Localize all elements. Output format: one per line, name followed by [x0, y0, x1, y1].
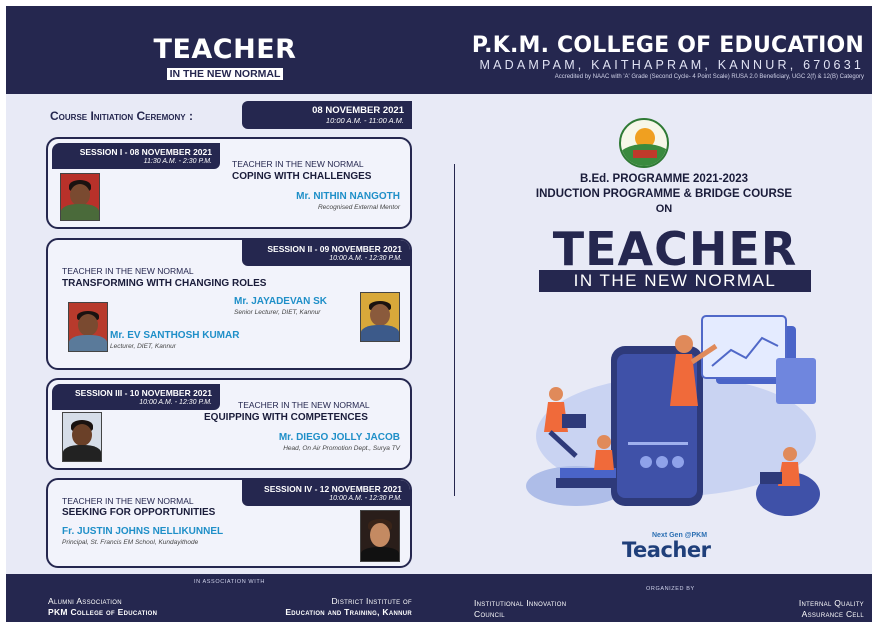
college-address: MADAMPAM, KAITHAPRAM, KANNUR, 670631 [479, 58, 864, 72]
session-2-topic: TEACHER IN THE NEW NORMAL [62, 266, 194, 276]
session-1-speaker-role: Recognised External Mentor [317, 204, 400, 211]
session-card-1: SESSION I - 08 NOVEMBER 2021 11:30 A.M. … [46, 137, 412, 229]
college-block: P.K.M. COLLEGE OF EDUCATION MADAMPAM, KA… [472, 34, 864, 82]
programme-line-3: ON [655, 203, 673, 215]
session-2-speaker-santhosh: Mr. EV SANTHOSH KUMAR [110, 330, 240, 341]
programme-line-2: INDUCTION PROGRAMME & BRIDGE COURSE [535, 188, 793, 200]
session-1-theme: COPING WITH CHALLENGES [232, 171, 372, 182]
alumni-line-2: PKM College of Education [48, 607, 158, 617]
ceremony-date-pill: 08 NOVEMBER 2021 10:00 A.M. - 11:00 A.M. [242, 101, 412, 129]
college-name: P.K.M. COLLEGE OF EDUCATION [471, 33, 864, 58]
session-4-speaker-name: Fr. JUSTIN JOHNS NELLIKUNNEL [62, 526, 224, 537]
header-title-big: TEACHER [153, 34, 297, 65]
session-1-date: SESSION I - 08 NOVEMBER 2021 [79, 147, 212, 157]
iqac-line-1: Internal Quality [798, 598, 864, 608]
session-3-time: 10:00 A.M. - 12:30 P.M. [139, 399, 212, 406]
logo-top-text: Next Gen @PKM [652, 532, 708, 539]
session-card-3: SESSION III - 10 NOVEMBER 2021 10:00 A.M… [46, 378, 412, 470]
session-2-time: 10:00 A.M. - 12:30 P.M. [329, 255, 402, 262]
session-4-theme: SEEKING FOR OPPORTUNITIES [62, 507, 216, 518]
session-2-role-santhosh: Lecturer, DIET, Kannur [110, 343, 176, 350]
session-1-topic: TEACHER IN THE NEW NORMAL [232, 159, 364, 169]
organized-label: ORGANIZED BY [646, 586, 695, 592]
session-tag-4: SESSION IV - 12 NOVEMBER 2021 10:00 A.M.… [242, 480, 410, 506]
session-tag-1: SESSION I - 08 NOVEMBER 2021 11:30 A.M. … [52, 143, 220, 169]
session-2-theme: TRANSFORMING WITH CHANGING ROLES [62, 278, 267, 289]
session-card-4: SESSION IV - 12 NOVEMBER 2021 10:00 A.M.… [46, 478, 412, 568]
session-3-theme: EQUIPPING WITH COMPETENCES [204, 412, 368, 423]
session-1-speaker-name: Mr. NITHIN NANGOTH [296, 191, 400, 202]
session-3-speaker-name: Mr. DIEGO JOLLY JACOB [278, 432, 400, 443]
alumni-line-1: Alumni Association [48, 596, 122, 606]
session-1-time: 11:30 A.M. - 2:30 P.M. [143, 158, 212, 165]
session-4-time: 10:00 A.M. - 12:30 P.M. [329, 495, 402, 502]
speaker-photo-diego [62, 412, 102, 462]
session-2-date: SESSION II - 09 NOVEMBER 2021 [267, 244, 402, 254]
session-4-date: SESSION IV - 12 NOVEMBER 2021 [264, 484, 402, 494]
diet-line-2: Education and Training, Kannur [285, 607, 412, 617]
main-title: TEACHER [552, 222, 798, 276]
header-band: TEACHER IN THE NEW NORMAL P.K.M. COLLEGE… [6, 6, 872, 94]
session-3-date: SESSION III - 10 NOVEMBER 2021 [75, 388, 212, 398]
poster: TEACHER IN THE NEW NORMAL P.K.M. COLLEGE… [6, 6, 872, 622]
diet-line-1: District Institute of [331, 596, 412, 606]
session-2-role-jayadevan: Senior Lecturer, DIET, Kannur [234, 309, 321, 316]
ceremony-time: 10:00 A.M. - 11:00 A.M. [325, 116, 404, 125]
session-2-speaker-jayadevan: Mr. JAYADEVAN SK [234, 296, 327, 307]
logo-main-text: Teacher [622, 538, 711, 562]
ceremony-label: Course Initiation Ceremony : [50, 109, 193, 123]
session-4-topic: TEACHER IN THE NEW NORMAL [62, 496, 194, 506]
programme-line-1: B.Ed. PROGRAMME 2021-2023 [579, 173, 749, 185]
session-3-speaker-role: Head, On Air Promotion Dept., Surya TV [283, 445, 400, 452]
session-card-2: SESSION II - 09 NOVEMBER 2021 10:00 A.M.… [46, 238, 412, 370]
header-title: TEACHER IN THE NEW NORMAL [150, 36, 300, 82]
ceremony-date: 08 NOVEMBER 2021 [312, 105, 404, 116]
speaker-photo-jayadevan [360, 292, 400, 342]
column-divider [454, 164, 455, 496]
main-subtitle: IN THE NEW NORMAL [539, 270, 811, 292]
speaker-photo-nithin [60, 173, 100, 221]
next-gen-teacher-logo: Next Gen @PKM Teacher [622, 532, 722, 564]
iic-line-2: Council [474, 609, 505, 619]
speaker-photo-justin [360, 510, 400, 562]
iqac-line-2: Assurance Cell [801, 609, 864, 619]
college-accreditation: Accredited by NAAC with 'A' Grade (Secon… [554, 74, 864, 80]
session-4-speaker-role: Principal, St. Francis EM School, Kunday… [62, 539, 199, 546]
header-title-small: IN THE NEW NORMAL [166, 68, 284, 80]
college-emblem [619, 118, 669, 168]
session-tag-2: SESSION II - 09 NOVEMBER 2021 10:00 A.M.… [242, 240, 410, 266]
association-label: IN ASSOCIATION WITH [194, 579, 265, 585]
session-tag-3: SESSION III - 10 NOVEMBER 2021 10:00 A.M… [52, 384, 220, 410]
session-3-topic: TEACHER IN THE NEW NORMAL [238, 400, 370, 410]
iic-line-1: Institutional Innovation [474, 598, 567, 608]
teacher-illustration [526, 315, 820, 516]
speaker-photo-santhosh [68, 302, 108, 352]
footer-band: IN ASSOCIATION WITH Alumni Association P… [6, 574, 872, 622]
